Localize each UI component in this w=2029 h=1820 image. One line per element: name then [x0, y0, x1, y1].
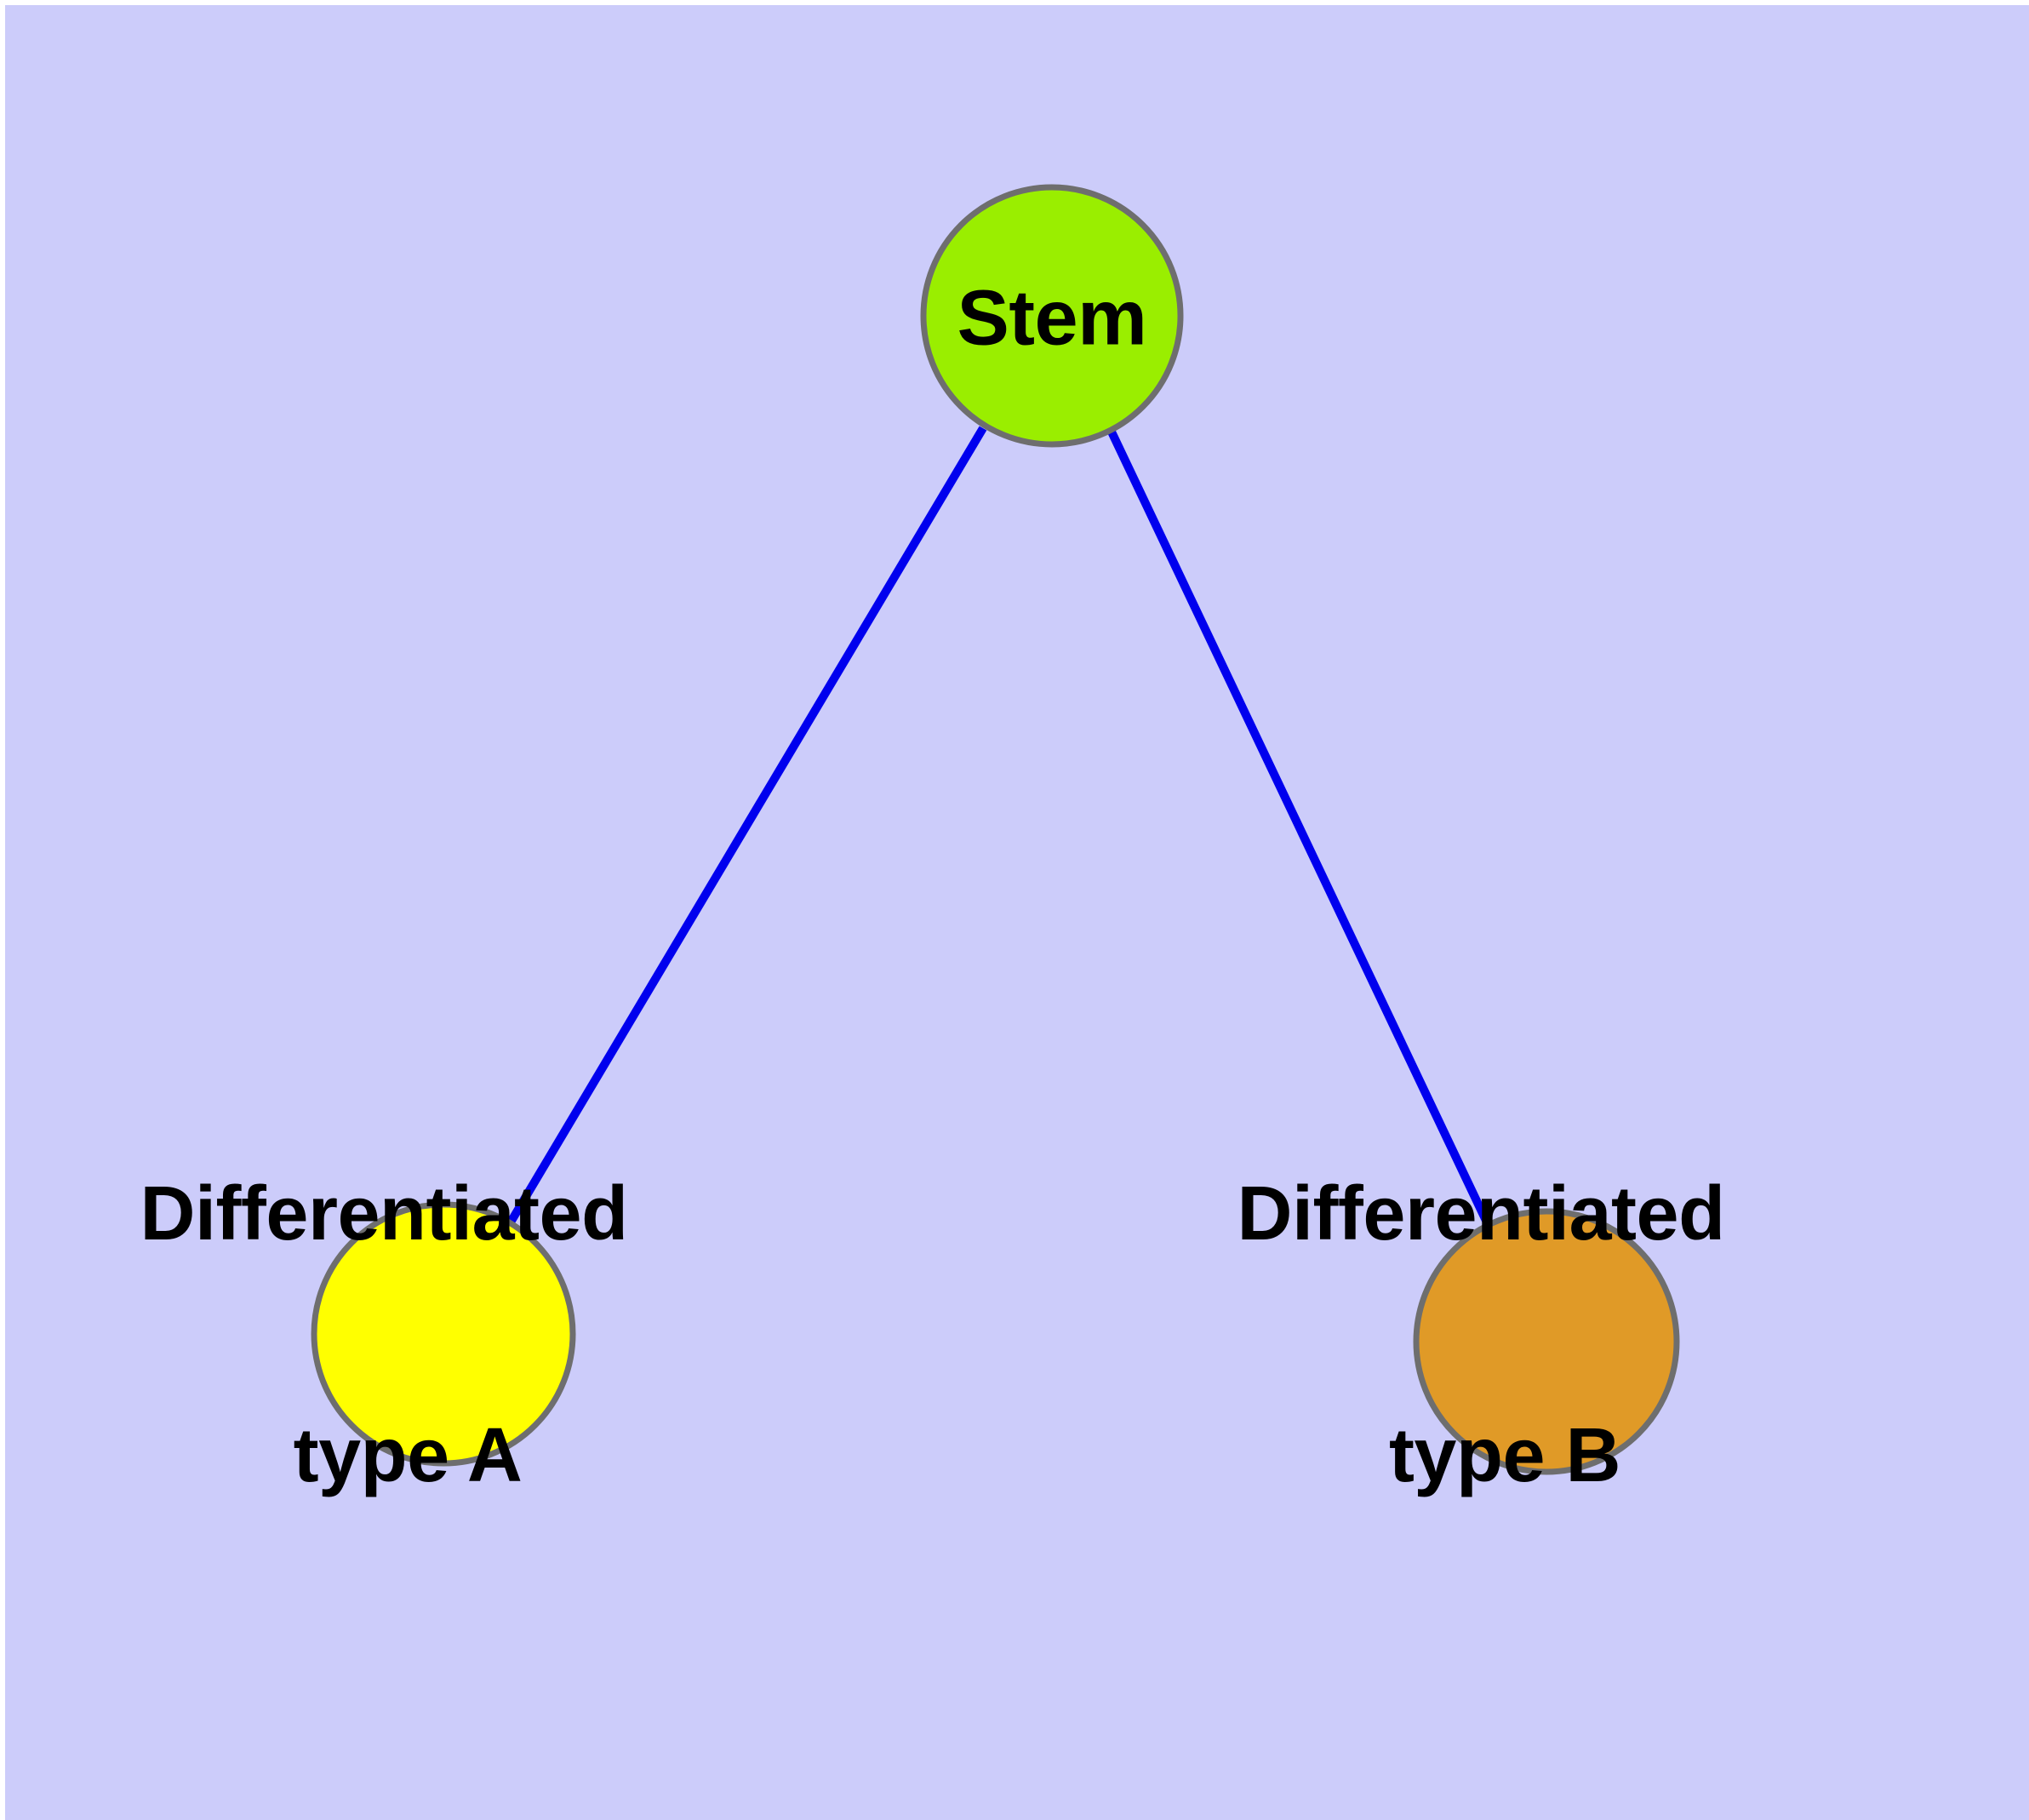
node-stem[interactable]	[920, 184, 1184, 448]
node-differentiated-type-a[interactable]	[311, 1201, 576, 1467]
node-layer	[311, 184, 1680, 1475]
node-differentiated-type-b[interactable]	[1413, 1208, 1680, 1475]
edge-stem-to-diff-b[interactable]	[1106, 426, 1492, 1227]
edge-layer	[507, 426, 1492, 1227]
edge-stem-to-diff-a[interactable]	[507, 426, 987, 1223]
